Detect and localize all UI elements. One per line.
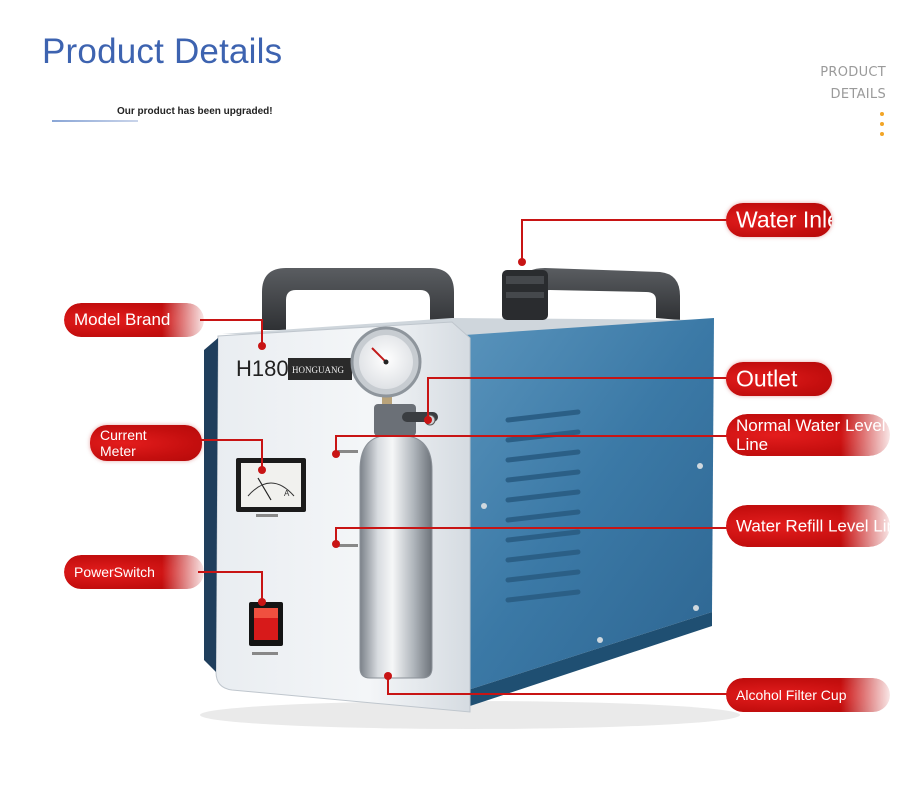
subtitle-underline bbox=[52, 120, 138, 122]
alcohol-filter-bottle bbox=[359, 435, 433, 679]
callout-model-brand: Model Brand bbox=[64, 303, 204, 337]
vent-slots bbox=[505, 409, 581, 603]
side-label-line-2: DETAILS bbox=[830, 87, 886, 102]
ammeter-symbol: A bbox=[284, 489, 290, 498]
callout-power-switch: PowerSwitch bbox=[64, 555, 204, 589]
screws bbox=[481, 463, 703, 643]
bottle-cap bbox=[374, 404, 416, 436]
section-side-label: PRODUCT DETAILS bbox=[820, 62, 886, 106]
front-left-trim bbox=[204, 338, 218, 672]
callout-power-switch-label: PowerSwitch bbox=[74, 564, 155, 580]
callout-alcohol-filter-cup-label: Alcohol Filter Cup bbox=[736, 687, 847, 703]
blue-bottom-edge bbox=[468, 612, 712, 706]
callout-outlet: Outlet bbox=[726, 362, 832, 396]
callout-current-meter-label: Current Meter bbox=[100, 427, 147, 459]
model-number: H180 bbox=[236, 356, 289, 381]
callout-water-refill-level-label: Water Refill Level Line bbox=[736, 516, 890, 536]
floor-shadow bbox=[200, 701, 740, 729]
gauge-stem bbox=[382, 380, 392, 420]
brand-name: HONGUANG bbox=[292, 365, 344, 375]
left-handle bbox=[262, 268, 454, 330]
callout-outlet-label: Outlet bbox=[736, 365, 798, 392]
callout-water-inlet-label: Water Inlet bbox=[736, 206, 832, 233]
page-title: Product Details bbox=[42, 32, 283, 71]
callout-normal-water-level: Normal Water Level Line bbox=[726, 414, 890, 456]
callout-water-inlet: Water Inlet bbox=[726, 203, 832, 237]
upgrade-notice: Our product has been upgraded! bbox=[117, 106, 273, 117]
callout-current-meter: Current Meter bbox=[90, 425, 202, 461]
side-label-line-1: PRODUCT bbox=[820, 65, 886, 80]
leader-lines bbox=[198, 219, 728, 695]
callout-normal-water-level-label: Normal Water Level Line bbox=[736, 416, 886, 454]
right-handle bbox=[510, 268, 680, 320]
leader-dots bbox=[258, 258, 526, 680]
brand-plate bbox=[288, 358, 352, 380]
callout-alcohol-filter-cup: Alcohol Filter Cup bbox=[726, 678, 890, 712]
vertical-dots-icon bbox=[879, 112, 885, 142]
callout-model-brand-label: Model Brand bbox=[74, 310, 171, 329]
callout-water-refill-level: Water Refill Level Line bbox=[726, 505, 890, 547]
